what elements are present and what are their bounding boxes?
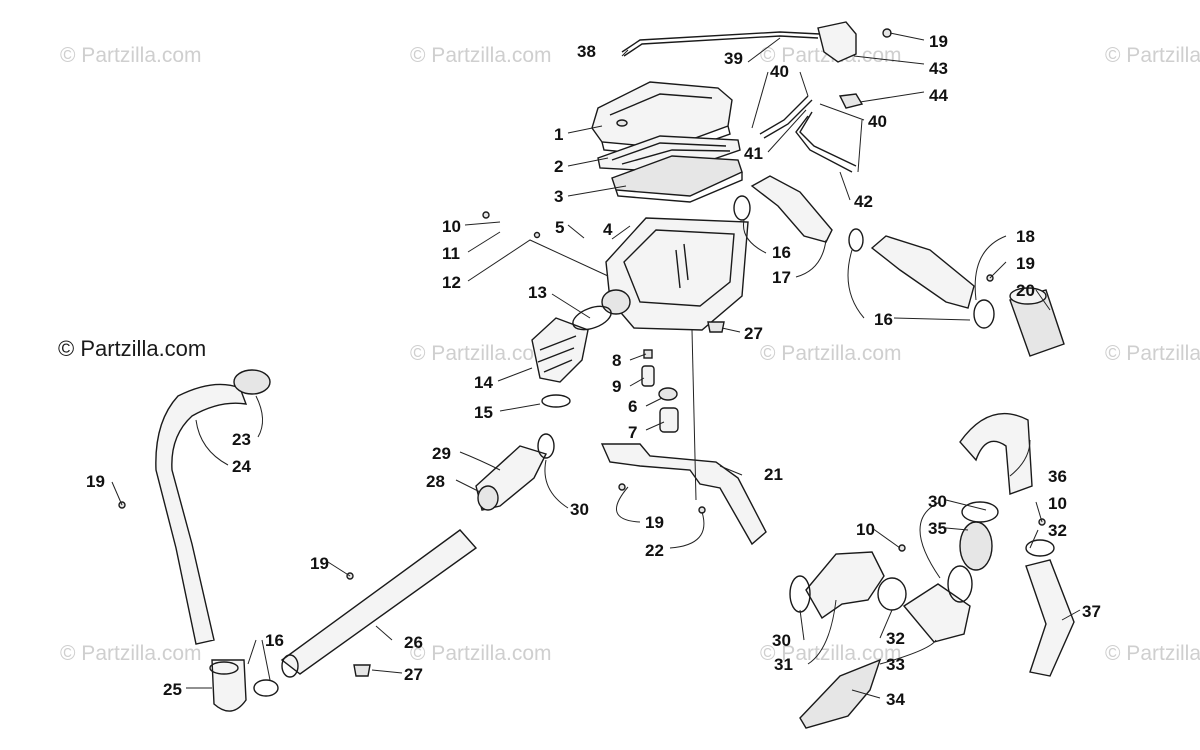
callout-20: 20 [1016, 281, 1035, 300]
callout-19: 19 [1016, 254, 1035, 273]
watermark: © Partzilla.com [60, 642, 202, 665]
inlet-duct [733, 175, 995, 329]
callout-9: 9 [612, 377, 621, 396]
callout-16: 16 [265, 631, 284, 650]
watermark: © Partzilla.com [760, 342, 902, 365]
callout-42: 42 [854, 192, 873, 211]
watermark: © Partzilla.com [410, 44, 552, 67]
callout-16: 16 [772, 243, 791, 262]
callout-15: 15 [474, 403, 493, 422]
hose-clamp [253, 679, 279, 697]
callout-10: 10 [1048, 494, 1067, 513]
callout-37: 37 [1082, 602, 1101, 621]
callout-19: 19 [645, 513, 664, 532]
callout-7: 7 [628, 423, 637, 442]
airbox-cover [591, 81, 733, 157]
callout-22: 22 [645, 541, 664, 560]
callout-1: 1 [554, 125, 563, 144]
small-hardware [641, 349, 679, 433]
callout-40: 40 [770, 62, 789, 81]
callout-25: 25 [163, 680, 182, 699]
callout-31: 31 [774, 655, 793, 674]
callout-19: 19 [310, 554, 329, 573]
intake-tube-middle [280, 445, 547, 678]
intake-tube-left [155, 369, 271, 712]
watermark: © Partzilla.com [410, 642, 552, 665]
watermark: © Partzilla.com [1105, 44, 1200, 67]
callout-40: 40 [868, 112, 887, 131]
callout-28: 28 [426, 472, 445, 491]
callout-17: 17 [772, 268, 791, 287]
callout-29: 29 [432, 444, 451, 463]
callout-33: 33 [886, 655, 905, 674]
callout-16: 16 [874, 310, 893, 329]
callout-11: 11 [442, 244, 460, 263]
callout-38: 38 [577, 42, 596, 61]
callout-35: 35 [928, 519, 947, 538]
air-filter-element [611, 155, 743, 203]
watermark: © Partzilla.com [760, 642, 902, 665]
leader-lines [111, 32, 1081, 699]
callout-21: 21 [764, 465, 783, 484]
callout-19: 19 [929, 32, 948, 51]
lower-duct-assembly [789, 412, 1075, 729]
intake-boot [531, 317, 589, 383]
mounting-bracket [600, 443, 767, 546]
callout-30: 30 [570, 500, 589, 519]
watermark: © Partzilla.com [1105, 642, 1200, 665]
watermark-main: © Partzilla.com [58, 336, 207, 361]
hose-clamp [541, 394, 571, 408]
callout-labels: 1 2 3 4 5 10 11 12 13 14 15 8 9 6 7 19 2… [86, 32, 1101, 709]
callout-10: 10 [442, 217, 461, 236]
callout-18: 18 [1016, 227, 1035, 246]
airbox-gasket [597, 135, 741, 173]
callout-30: 30 [928, 492, 947, 511]
callout-27: 27 [404, 665, 423, 684]
callout-27: 27 [744, 324, 763, 343]
callout-13: 13 [528, 283, 547, 302]
callout-32: 32 [886, 629, 905, 648]
callout-44: 44 [929, 86, 948, 105]
callout-8: 8 [612, 351, 621, 370]
callout-23: 23 [232, 430, 251, 449]
hose-clamp [572, 305, 612, 331]
watermark: © Partzilla.com [1105, 342, 1200, 365]
bolt-hardware [118, 28, 1046, 677]
callout-32: 32 [1048, 521, 1067, 540]
callout-30: 30 [772, 631, 791, 650]
callout-19: 19 [86, 472, 105, 491]
callout-26: 26 [404, 633, 423, 652]
callout-2: 2 [554, 157, 563, 176]
hose-clamp [537, 433, 555, 459]
callout-3: 3 [554, 187, 563, 206]
callout-12: 12 [442, 273, 461, 292]
callout-39: 39 [724, 49, 743, 68]
callout-5: 5 [555, 218, 564, 237]
callout-24: 24 [232, 457, 251, 476]
callout-43: 43 [929, 59, 948, 78]
callout-41: 41 [744, 144, 763, 163]
callout-10: 10 [856, 520, 875, 539]
callout-36: 36 [1048, 467, 1067, 486]
breather-hoses [621, 21, 864, 173]
callout-6: 6 [628, 397, 637, 416]
callout-4: 4 [603, 220, 613, 239]
watermark-layer: © Partzilla.com © Partzilla.com © Partzi… [60, 44, 1200, 665]
watermark: © Partzilla.com [410, 342, 552, 365]
watermark: © Partzilla.com [60, 44, 202, 67]
airbox-base [601, 217, 749, 331]
callout-34: 34 [886, 690, 905, 709]
callout-14: 14 [474, 373, 493, 392]
